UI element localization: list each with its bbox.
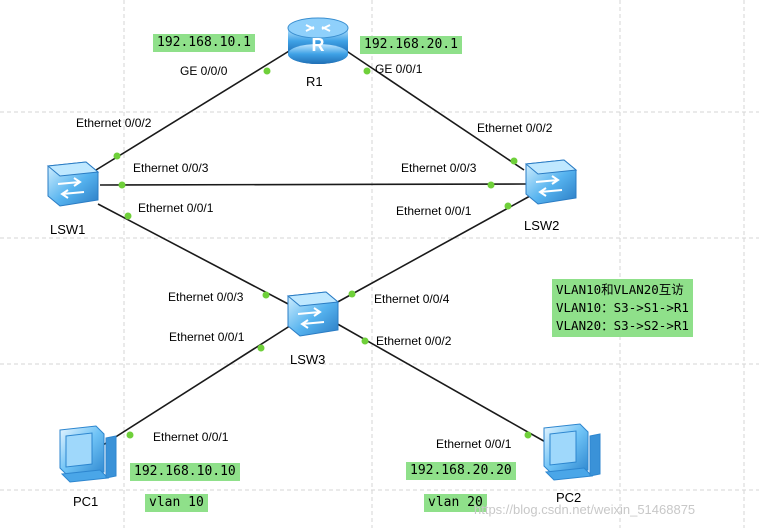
switch-icon[interactable] (286, 291, 340, 337)
svg-text:R: R (312, 35, 325, 55)
switch-icon[interactable] (524, 159, 578, 205)
port-label-lsw1-e2: Ethernet 0/0/2 (76, 116, 152, 130)
pc-icon[interactable] (543, 423, 601, 481)
link-lsw3-pc2[interactable] (333, 321, 557, 449)
port-dot (263, 67, 271, 75)
port-dot (361, 337, 369, 345)
port-dot (363, 67, 371, 75)
port-dot (118, 181, 126, 189)
link-lsw2-lsw3[interactable] (333, 195, 531, 305)
routing-note-line: VLAN20：S3->S2->R1 (556, 318, 689, 333)
link-lsw3-pc1[interactable] (91, 321, 297, 453)
link-lsw1-lsw2[interactable] (99, 183, 527, 186)
port-dot (348, 290, 356, 298)
port-label-lsw1-e1: Ethernet 0/0/1 (138, 201, 214, 215)
link-lsw1-lsw3[interactable] (97, 203, 293, 307)
port-dot (510, 157, 518, 165)
device-label-r1: R1 (306, 74, 323, 89)
link-r1-lsw1[interactable] (95, 47, 295, 171)
port-dot (257, 344, 265, 352)
port-label-pc2-e1: Ethernet 0/0/1 (436, 437, 512, 451)
watermark: https://blog.csdn.net/weixin_51468875 (474, 502, 696, 517)
port-label-lsw2-e2: Ethernet 0/0/2 (477, 121, 553, 135)
port-label-lsw2-e3: Ethernet 0/0/3 (401, 161, 477, 175)
port-dot (113, 152, 121, 160)
vlan-tag-pc1: vlan 10 (145, 494, 208, 512)
port-label-lsw3-e2: Ethernet 0/0/2 (376, 334, 452, 348)
port-label-lsw3-e3: Ethernet 0/0/3 (168, 290, 244, 304)
device-label-lsw2: LSW2 (524, 218, 560, 233)
routing-note-line: VLAN10和VLAN20互访 (556, 282, 684, 297)
port-dot (126, 431, 134, 439)
link-r1-lsw2[interactable] (341, 47, 525, 171)
port-dot (504, 202, 512, 210)
ip-tag-r1-left: 192.168.10.1 (153, 34, 255, 52)
port-dot (124, 212, 132, 220)
router-icon[interactable]: R (287, 17, 349, 64)
port-label-r1-ge001: GE 0/0/1 (375, 62, 423, 76)
device-label-pc1: PC1 (73, 494, 99, 509)
pc-icon[interactable] (59, 425, 117, 483)
device-label-pc2: PC2 (556, 490, 582, 505)
ip-tag-pc2: 192.168.20.20 (406, 462, 516, 480)
port-dot (262, 291, 270, 299)
port-label-pc1-e1: Ethernet 0/0/1 (153, 430, 229, 444)
port-dot (487, 181, 495, 189)
ip-tag-r1-right: 192.168.20.1 (360, 36, 462, 54)
port-label-lsw3-e1: Ethernet 0/0/1 (169, 330, 245, 344)
routing-note-line: VLAN10：S3->S1->R1 (556, 300, 689, 315)
port-label-lsw1-e3: Ethernet 0/0/3 (133, 161, 209, 175)
ip-tag-pc1: 192.168.10.10 (130, 463, 240, 481)
routing-note: VLAN10和VLAN20互访 VLAN10：S3->S1->R1 VLAN20… (552, 279, 693, 337)
port-dot (524, 431, 532, 439)
vlan-tag-pc2: vlan 20 (424, 494, 487, 512)
port-label-lsw3-e4: Ethernet 0/0/4 (374, 292, 450, 306)
port-label-lsw2-e1: Ethernet 0/0/1 (396, 204, 472, 218)
switch-icon[interactable] (46, 161, 100, 207)
device-label-lsw3: LSW3 (290, 352, 326, 367)
device-label-lsw1: LSW1 (50, 222, 86, 237)
port-label-r1-ge000: GE 0/0/0 (180, 64, 228, 78)
